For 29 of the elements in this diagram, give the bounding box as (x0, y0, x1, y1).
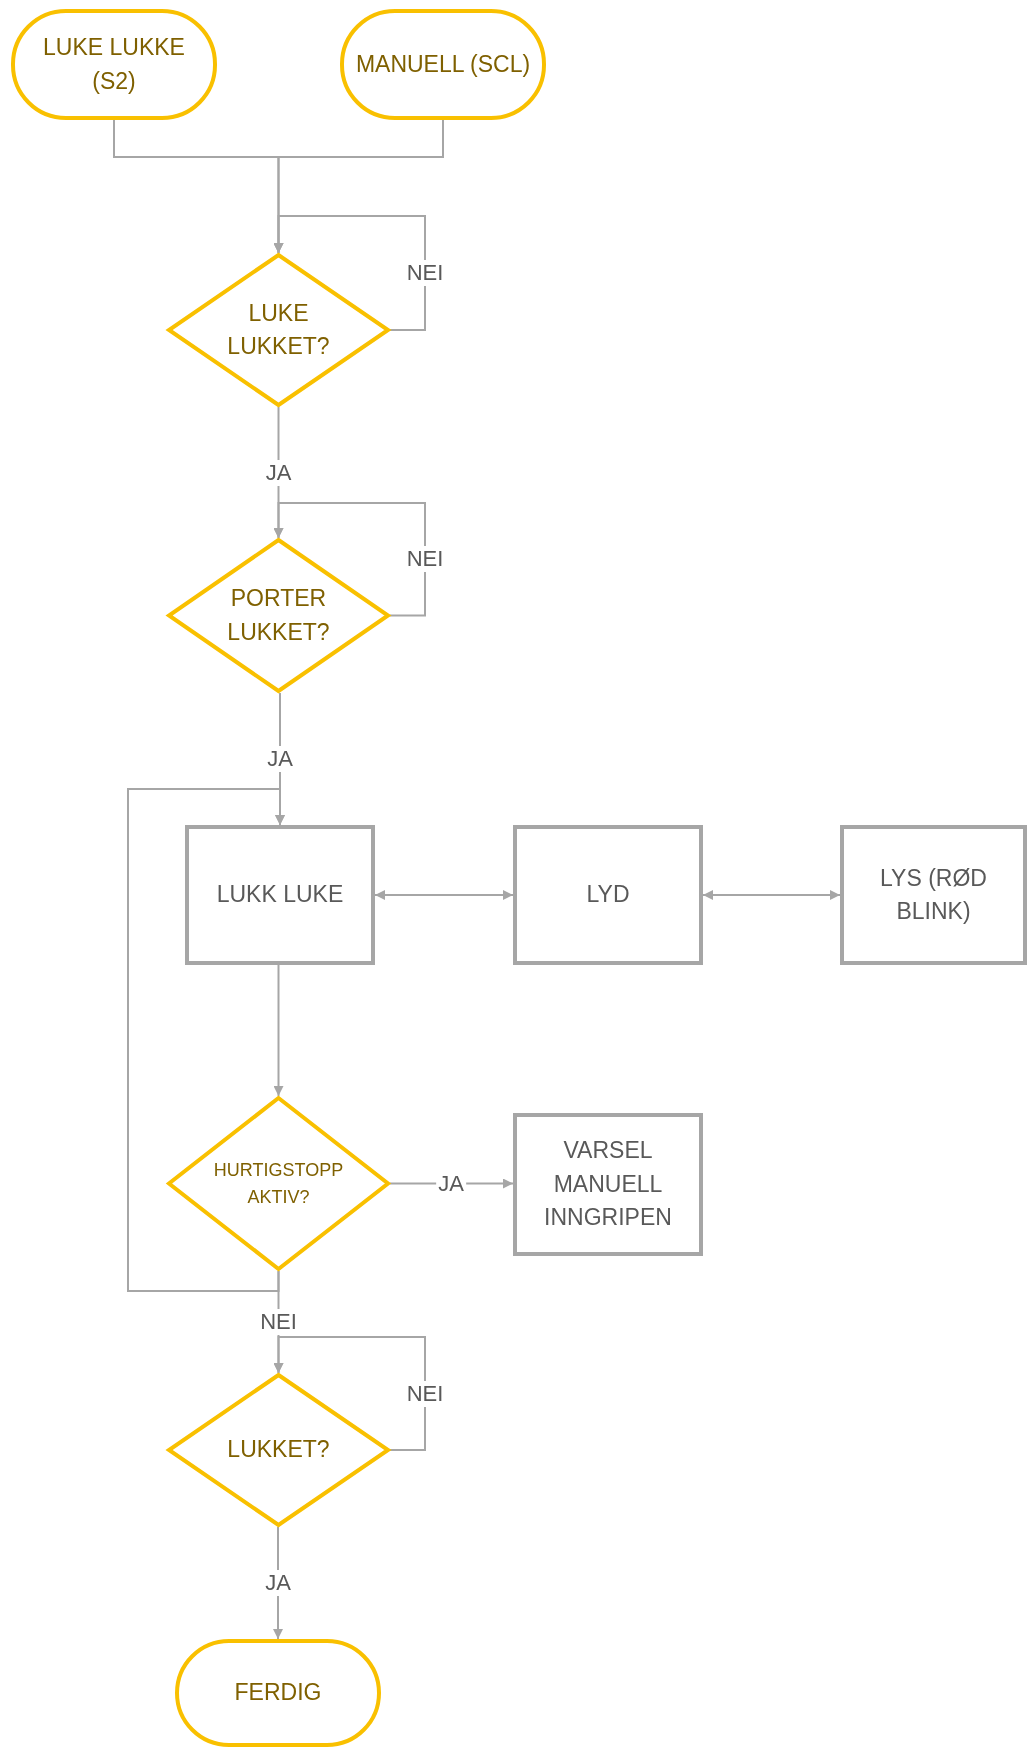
node-label: MANUELL (SCL) (354, 49, 532, 79)
connector-arrow (374, 890, 514, 900)
node-label: LUKE LUKKET? (226, 298, 331, 361)
edge-label: JA (263, 1570, 293, 1596)
connector-arrow (273, 215, 426, 331)
decision-diamond (167, 538, 390, 693)
connector-arrow (273, 964, 284, 1097)
node-label: LUKKET? (226, 1435, 331, 1465)
connector-arrow (702, 890, 841, 900)
connector-arrow (273, 502, 426, 617)
node-label: LYD (585, 880, 631, 910)
node-label: LYS (RØD BLINK) (879, 863, 988, 926)
node-label: LUKK LUKE (215, 880, 345, 910)
node-label: VARSEL MANUELL INNGRIPEN (543, 1136, 673, 1233)
node-label: HURTIGSTOPP AKTIV? (212, 1159, 345, 1209)
process-box (840, 825, 1027, 965)
edge-label: JA (263, 460, 294, 486)
node-label: PORTER LUKKET? (226, 584, 331, 647)
decision-diamond (167, 1373, 390, 1527)
decision-diamond (167, 1096, 390, 1271)
process-box (513, 825, 703, 965)
edge-label: JA (265, 746, 295, 772)
node-label: LUKE LUKKE (S2) (42, 33, 186, 96)
process-box (185, 825, 375, 965)
connector-arrow (273, 1336, 426, 1451)
connector-arrow (127, 788, 285, 1292)
decision-diamond (167, 253, 390, 407)
process-box (513, 1113, 703, 1256)
node-label: FERDIG (233, 1678, 323, 1708)
